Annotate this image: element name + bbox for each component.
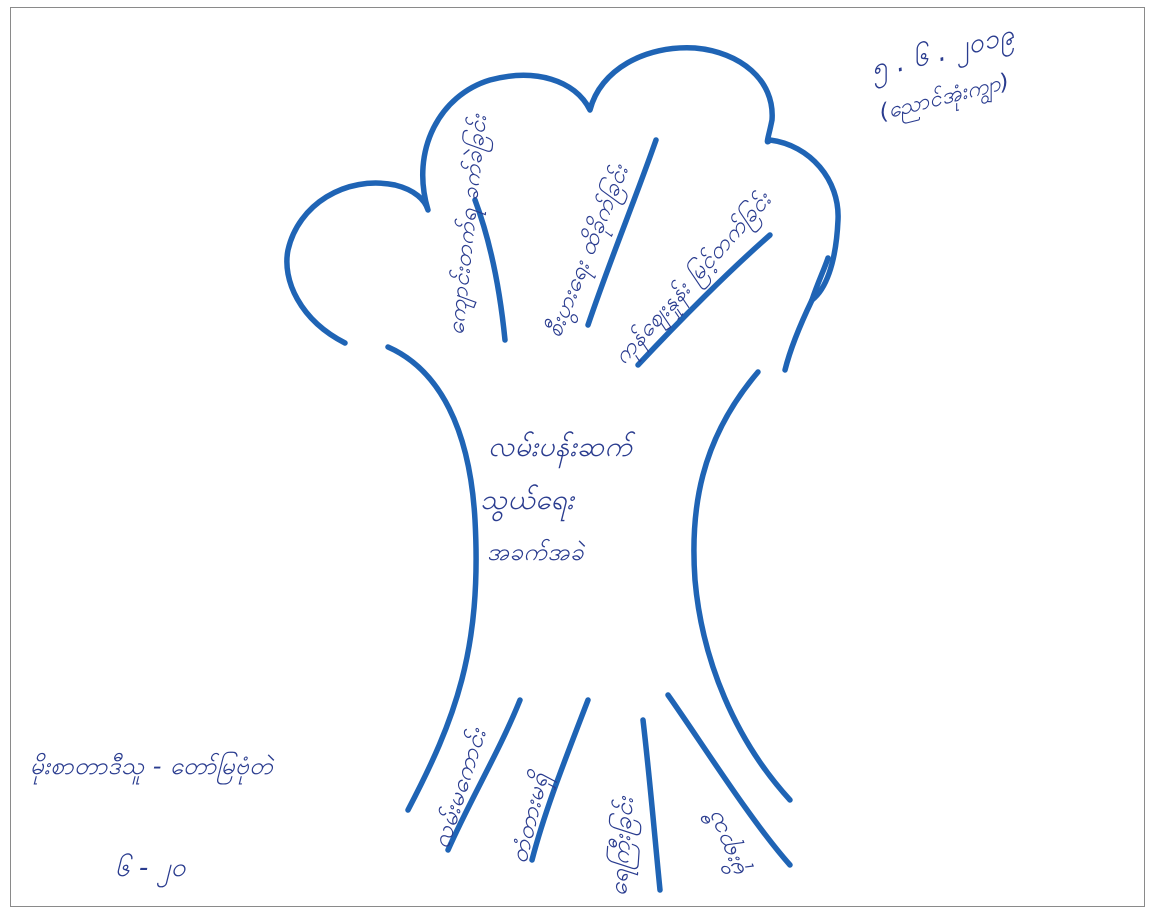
trunk-line-1: လမ်းပန်းဆက် [488, 425, 632, 469]
group-label: မိုးစာတာဒီသူ - တော်မြဗုံတဲ [30, 750, 273, 786]
trunk-line-3: အခက်အခဲ [487, 530, 584, 574]
trunk-right-top [785, 300, 812, 370]
root-stroke-3 [643, 720, 660, 890]
trunk-line-2: သွယ်ရေး [480, 478, 574, 522]
trunk-right [694, 372, 790, 800]
group-count: ၆ - ၂၀ [115, 850, 186, 889]
root-label-3: ရေကြီးခြင်း [602, 796, 645, 898]
